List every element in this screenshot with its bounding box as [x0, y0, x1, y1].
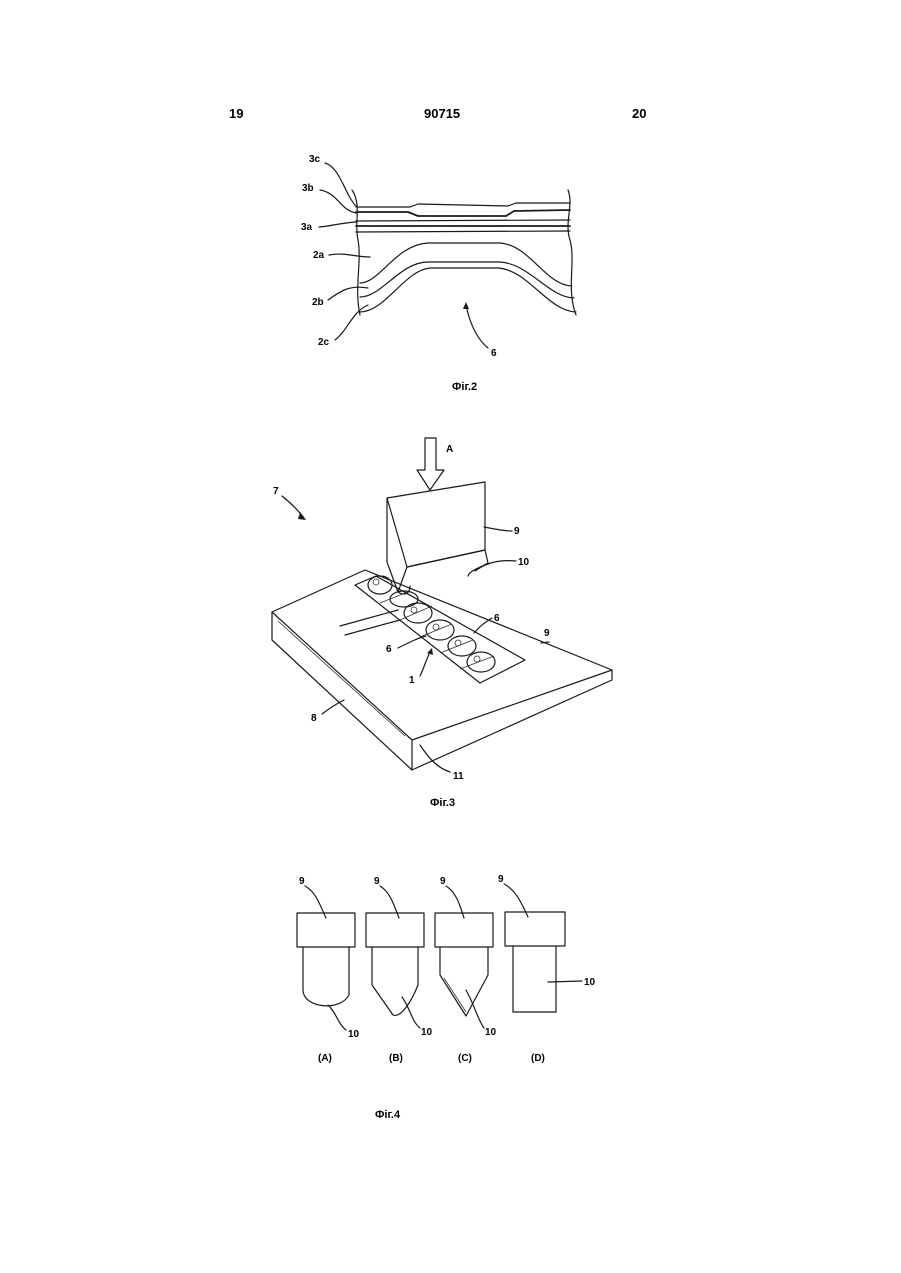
- fig2-label-3b: 3b: [302, 183, 314, 194]
- fig3-caption: Фіг.3: [430, 797, 455, 809]
- fig2-label-2c: 2c: [318, 337, 330, 348]
- fig3-label-9-plate: 9: [544, 628, 550, 639]
- fig2-label-2a: 2a: [313, 250, 325, 261]
- fig3-label-A: A: [446, 444, 453, 455]
- fig3-label-8: 8: [311, 713, 317, 724]
- fig4-caption: Фіг.4: [375, 1109, 401, 1121]
- fig3-label-1: 1: [409, 675, 415, 686]
- fig3-label-7: 7: [273, 486, 279, 497]
- fig4-C-label-10: 10: [485, 1027, 497, 1038]
- fig2-caption: Фіг.2: [452, 381, 477, 393]
- fig4-B-label-9: 9: [374, 876, 380, 887]
- fig2-label-6: 6: [491, 348, 497, 359]
- fig4-A-label-9: 9: [299, 876, 305, 887]
- fig2-label-2b: 2b: [312, 297, 324, 308]
- fig3-label-6-left: 6: [386, 644, 392, 655]
- fig3-label-9-tool: 9: [514, 526, 520, 537]
- fig2-label-3a: 3a: [301, 222, 313, 233]
- fig3-label-11: 11: [453, 771, 464, 782]
- fig4-D-label-9: 9: [498, 874, 504, 885]
- fig4-B-label-10: 10: [421, 1027, 433, 1038]
- fig3-label-10: 10: [518, 557, 530, 568]
- figure-2: 3c 3b 3a 2a 2b 2c 6 Фіг.2: [301, 154, 576, 393]
- fig2-label-3c: 3c: [309, 154, 321, 165]
- fig4-variant-B: (B): [389, 1053, 403, 1064]
- fig4-D-label-10: 10: [584, 977, 596, 988]
- fig4-variant-A: (A): [318, 1053, 332, 1064]
- fig3-label-6-right: 6: [494, 613, 500, 624]
- fig4-A-label-10: 10: [348, 1029, 360, 1040]
- fig4-variant-D: (D): [531, 1053, 545, 1064]
- figure-3: A 7 9 10 9 6 6 1 8 11 Фіг.3: [272, 438, 612, 809]
- figure-4: 9 9 9 9 10 10 10 10 (A) (B) (C) (D) Фіг.…: [297, 874, 596, 1121]
- fig4-variant-C: (C): [458, 1053, 472, 1064]
- fig4-C-label-9: 9: [440, 876, 446, 887]
